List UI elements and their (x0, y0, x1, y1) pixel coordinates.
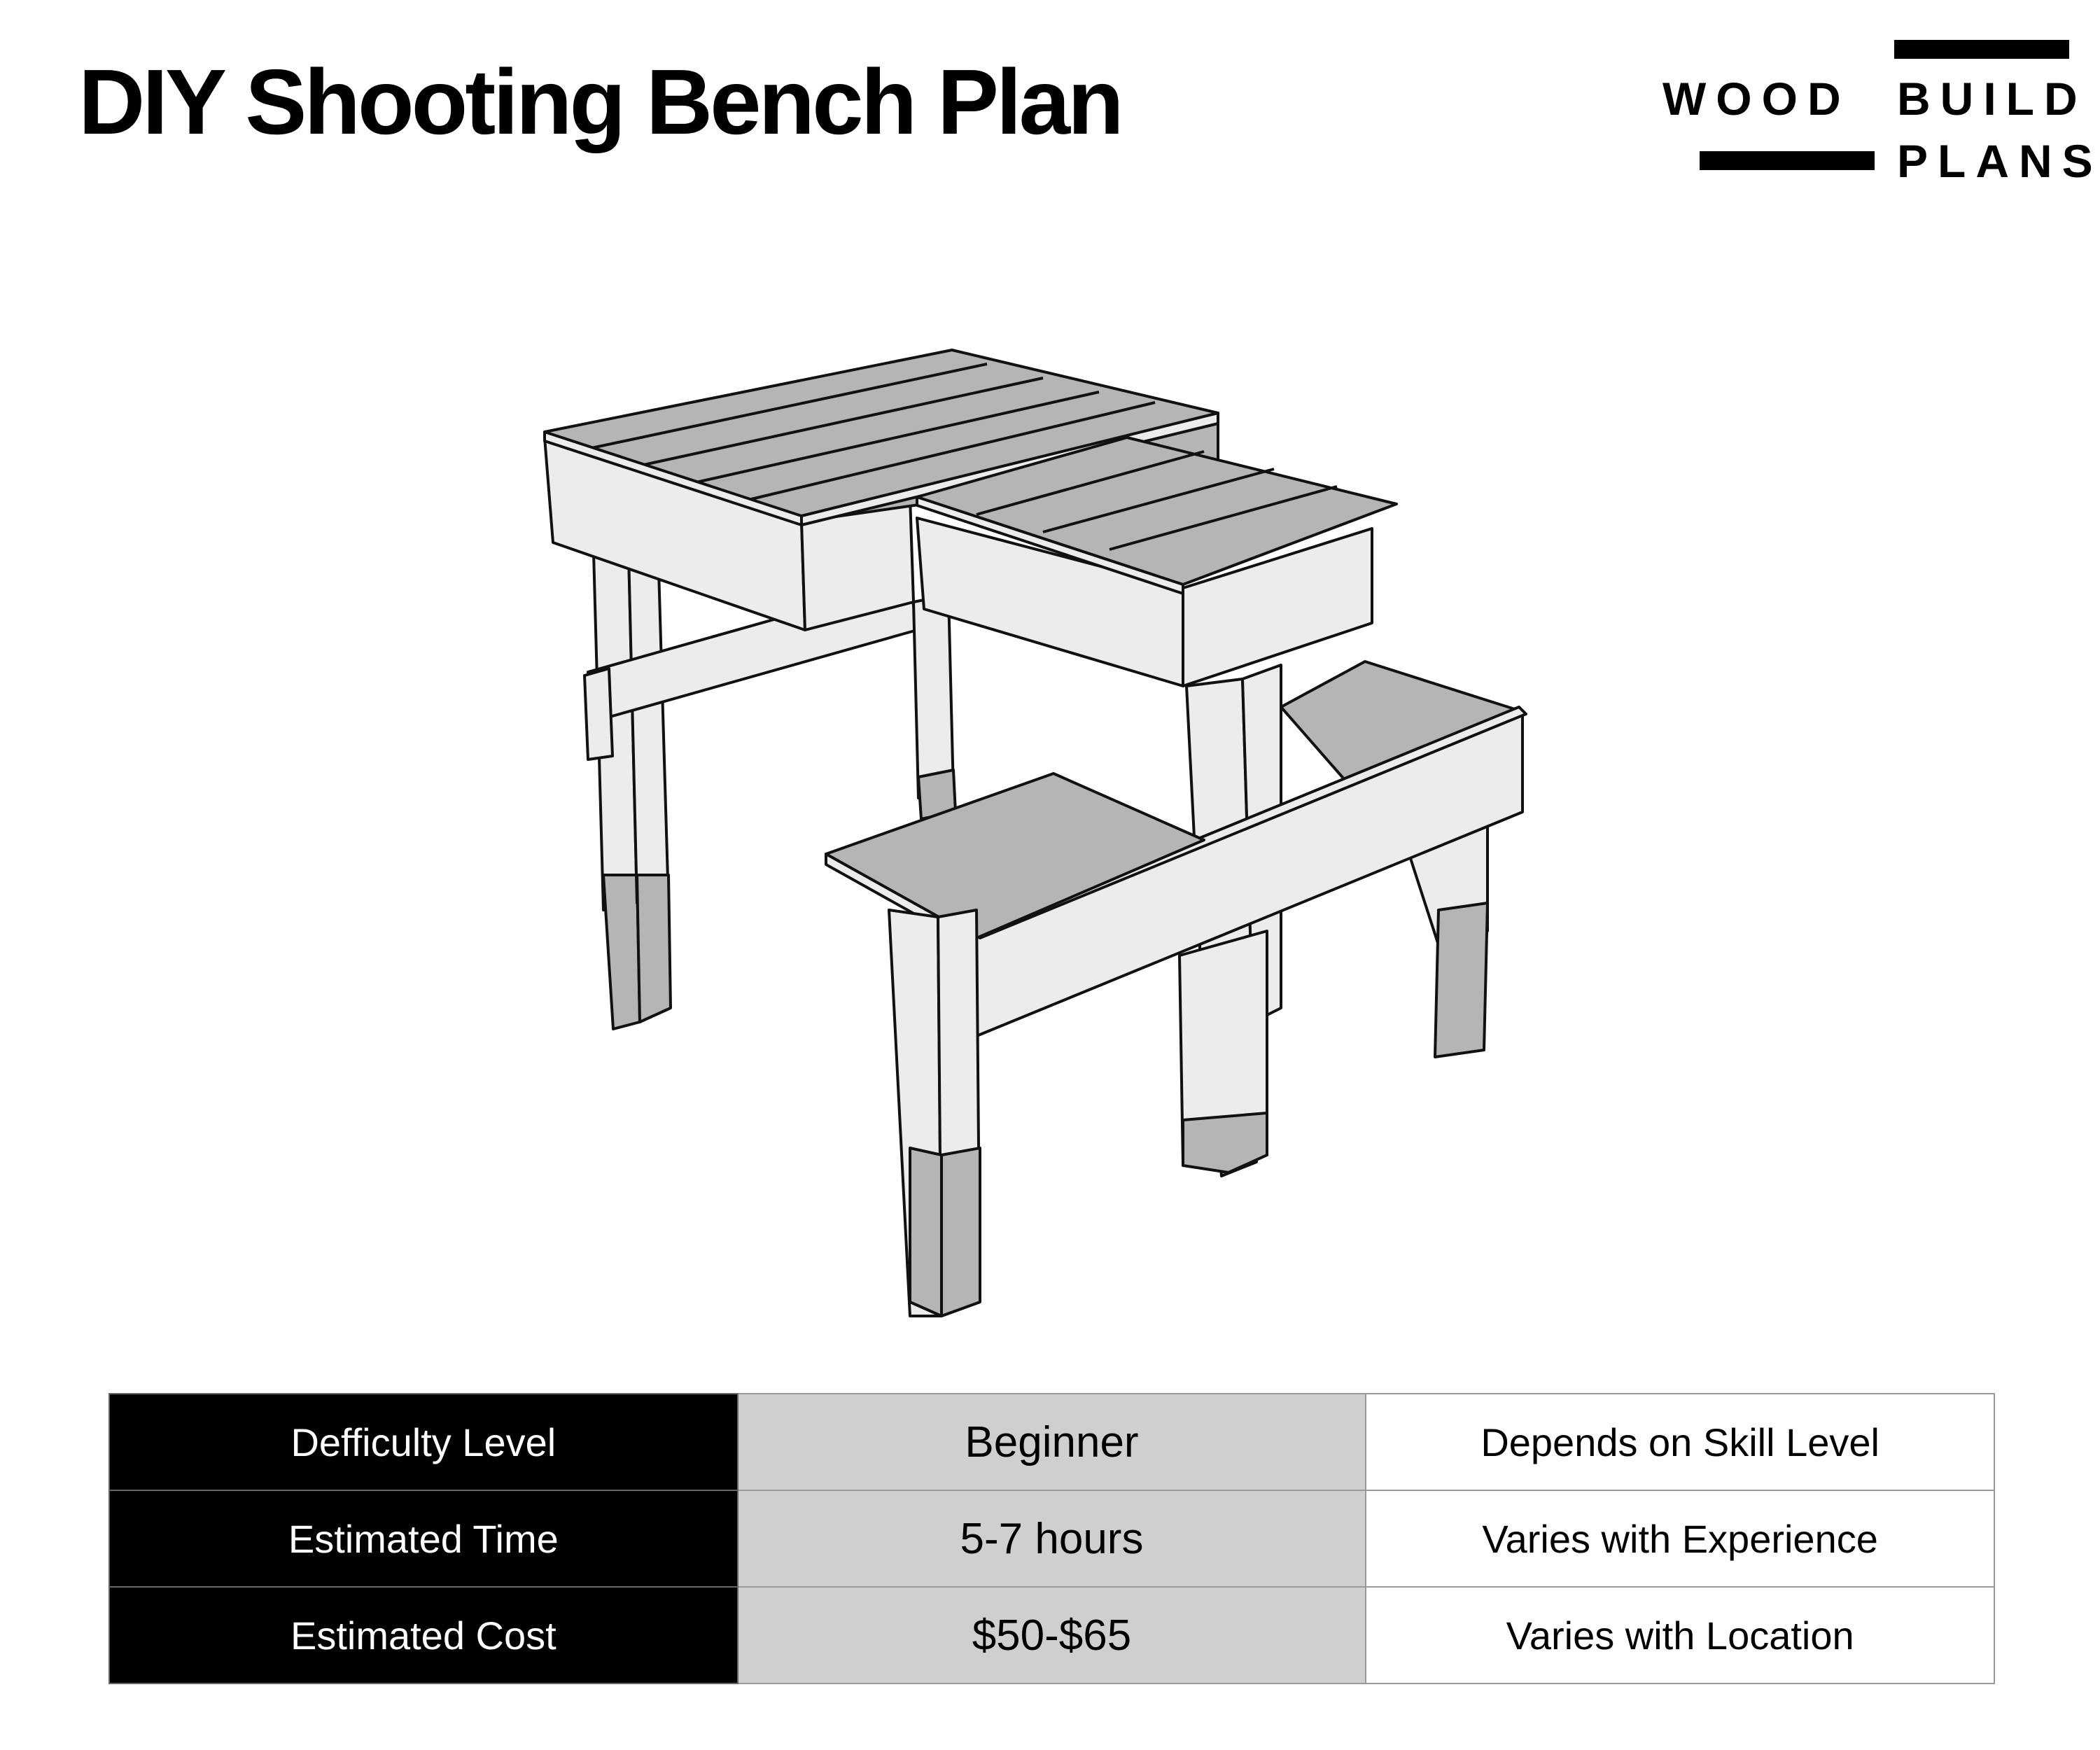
logo-bar-bottom (1700, 151, 1875, 170)
row-label: Estimated Cost (108, 1586, 738, 1684)
bench-rest-surface-edge (916, 496, 1184, 595)
bench-leg-back-right (912, 594, 955, 799)
bench-rest-plank-line-1 (976, 450, 1205, 516)
row-value: $50-$65 (736, 1586, 1367, 1684)
bench-top-plank-line-2 (640, 377, 1044, 467)
row-note: Varies with Location (1365, 1586, 1995, 1684)
row-label: Defficulty Level (108, 1393, 738, 1491)
row-value: 5-7 hours (736, 1490, 1367, 1588)
bench-rest-apron-side (1182, 527, 1373, 687)
seat-leg-front-right-foot (1182, 1112, 1268, 1174)
table-row: Defficulty Level Beginner Depends on Ski… (108, 1393, 1995, 1491)
bench-leg-back-left-foot (602, 874, 641, 1030)
bench-rest-plank-line-2 (1042, 468, 1275, 533)
logo-word-wood: WOOD (1662, 73, 1851, 125)
bench-rest-plank-line-3 (1109, 485, 1338, 551)
table-row: Estimated Time 5-7 hours Varies with Exp… (108, 1490, 1995, 1588)
woodbuildplans-logo: WOOD BUILD PLANS (1659, 36, 2093, 184)
table-row: Estimated Cost $50-$65 Varies with Locat… (108, 1586, 1995, 1684)
row-note: Varies with Experience (1365, 1490, 1995, 1588)
page-title: DIY Shooting Bench Plan (78, 50, 1124, 153)
shooting-bench-illustration (532, 343, 1547, 1351)
bench-leg-back-left-side-foot (636, 874, 672, 1023)
row-note: Depends on Skill Level (1365, 1393, 1995, 1491)
seat-leg-front-left-side-foot (940, 1147, 981, 1317)
bench-top-plank-line-4 (745, 401, 1156, 502)
bench-back-stretcher-end (583, 667, 614, 761)
logo-word-plans: PLANS (1897, 135, 2100, 187)
row-value: Beginner (736, 1393, 1367, 1491)
seat-leg-front-left-foot (909, 1147, 943, 1317)
logo-word-build: BUILD (1897, 73, 2087, 125)
bench-top-plank-line-3 (692, 391, 1100, 484)
seat-rear-leg-foot (1434, 902, 1489, 1058)
row-label: Estimated Time (108, 1490, 738, 1588)
bench-top-plank-line-1 (591, 363, 988, 449)
bench-leg-back-left-side (627, 545, 670, 904)
logo-bar-top (1894, 40, 2069, 59)
project-info-table: Defficulty Level Beginner Depends on Ski… (108, 1393, 1995, 1684)
